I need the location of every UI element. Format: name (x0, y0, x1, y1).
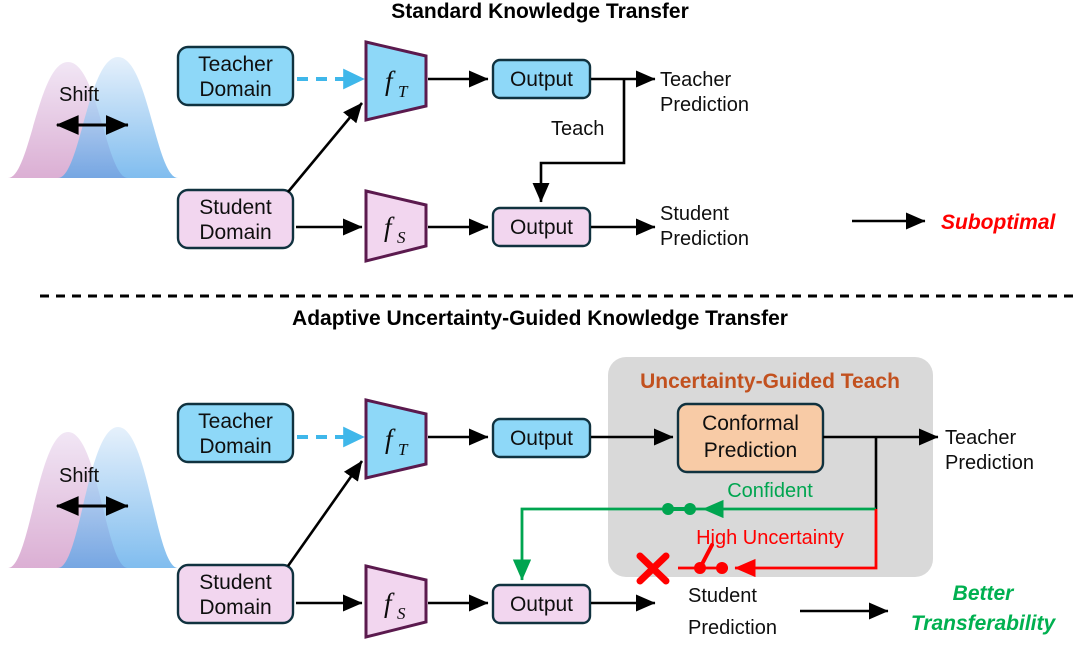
bottom-student-model-trapezoid[interactable]: f S (364, 564, 428, 639)
conformal-prediction-label-1: Conformal (702, 412, 799, 435)
bottom-teacher-output-label: Output (510, 427, 573, 450)
top-student-domain-to-ft-arrow (287, 102, 363, 193)
top-teacher-domain-rect[interactable] (176, 45, 295, 107)
bottom-student-domain-rect[interactable] (176, 563, 295, 625)
top-ft-shape[interactable] (364, 40, 428, 122)
top-ft-label: f (385, 66, 396, 96)
bottom-outcome-label-1: Better (953, 582, 1016, 605)
bottom-teacher-prediction-label-2: Prediction (945, 452, 1034, 474)
top-teacher-prediction-label-2: Prediction (660, 94, 749, 116)
blocked-x-icon (636, 552, 670, 585)
top-teacher-domain-label-2: Domain (199, 78, 271, 101)
bottom-student-output-rect[interactable] (491, 583, 592, 625)
top-student-model-trapezoid[interactable]: f S (364, 189, 428, 263)
bottom-teacher-domain-rect[interactable] (176, 402, 295, 464)
bottom-student-domain-to-ft-arrow (286, 460, 364, 567)
top-teacher-model-trapezoid[interactable]: f T (364, 40, 428, 122)
top-student-output-label: Output (510, 216, 573, 239)
bottom-teacher-model-trapezoid[interactable]: f T (364, 398, 428, 480)
bottom-teacher-output-box[interactable]: Output (491, 417, 592, 459)
bottom-shift-label: Shift (59, 465, 99, 487)
bottom-student-domain-label-2: Domain (199, 596, 271, 619)
high-uncertainty-label: High Uncertainty (696, 527, 844, 549)
confident-label: Confident (727, 480, 813, 502)
top-section-title: Standard Knowledge Transfer (391, 0, 689, 23)
bottom-outcome-label-2: Transferability (911, 612, 1057, 635)
top-outcome-label: Suboptimal (941, 211, 1056, 234)
top-student-prediction-label-2: Prediction (660, 228, 749, 250)
bottom-teacher-output-rect[interactable] (491, 417, 592, 459)
conformal-prediction-label-2: Prediction (704, 439, 797, 462)
high-uncertainty-red-path (734, 509, 878, 578)
top-shift-label: Shift (59, 84, 99, 106)
bottom-teacher-domain-label-1: Teacher (198, 410, 273, 433)
confident-green-path-to-student-output (512, 507, 703, 581)
bottom-student-prediction-label-1: Student (688, 585, 757, 607)
bottom-fs-label: f (384, 588, 395, 618)
top-teacher-prediction-label-1: Teacher (660, 69, 731, 91)
uncertainty-switch-open-lever (698, 543, 714, 570)
top-student-domain-label-2: Domain (199, 221, 271, 244)
top-student-domain-rect[interactable] (176, 188, 295, 250)
top-teacher-output-rect[interactable] (491, 58, 592, 100)
bottom-section-title: Adaptive Uncertainty-Guided Knowledge Tr… (292, 307, 788, 330)
bottom-student-output-label: Output (510, 593, 573, 616)
bottom-teacher-prediction-label-1: Teacher (945, 427, 1016, 449)
bottom-ft-label: f (385, 424, 396, 454)
bottom-teacher-domain-label-2: Domain (199, 435, 271, 458)
uncertainty-switch-dot-right (716, 562, 728, 574)
bottom-fs-subscript: S (397, 604, 406, 623)
top-teacher-output-label: Output (510, 68, 573, 91)
top-student-output-rect[interactable] (491, 206, 592, 248)
conformal-prediction-box[interactable]: Conformal Prediction (676, 402, 825, 474)
bottom-ft-shape[interactable] (364, 398, 428, 480)
bottom-distribution-curves (8, 427, 178, 568)
top-teacher-domain-label-1: Teacher (198, 53, 273, 76)
top-student-output-box[interactable]: Output (491, 206, 592, 248)
bottom-teacher-domain-box[interactable]: Teacher Domain (176, 402, 295, 464)
bottom-student-domain-label-1: Student (199, 571, 272, 594)
uncertainty-guided-teach-panel-title: Uncertainty-Guided Teach (640, 370, 900, 393)
top-student-domain-label-1: Student (199, 196, 272, 219)
top-student-prediction-label-1: Student (660, 203, 729, 225)
bottom-fs-shape[interactable] (364, 564, 428, 639)
top-fs-subscript: S (397, 228, 406, 247)
top-teach-label: Teach (551, 118, 604, 140)
bottom-student-prediction-label-2: Prediction (688, 617, 777, 639)
top-fs-label: f (384, 212, 395, 242)
top-teach-path (532, 80, 626, 203)
bottom-student-output-box[interactable]: Output (491, 583, 592, 625)
top-fs-shape[interactable] (364, 189, 428, 263)
top-distribution-curves (8, 57, 178, 178)
bottom-ft-subscript: T (398, 440, 409, 459)
top-ft-subscript: T (398, 82, 409, 101)
bottom-student-domain-box[interactable]: Student Domain (176, 563, 295, 625)
top-teacher-domain-box[interactable]: Teacher Domain (176, 45, 295, 107)
top-teacher-output-box[interactable]: Output (491, 58, 592, 100)
top-student-domain-box[interactable]: Student Domain (176, 188, 295, 250)
